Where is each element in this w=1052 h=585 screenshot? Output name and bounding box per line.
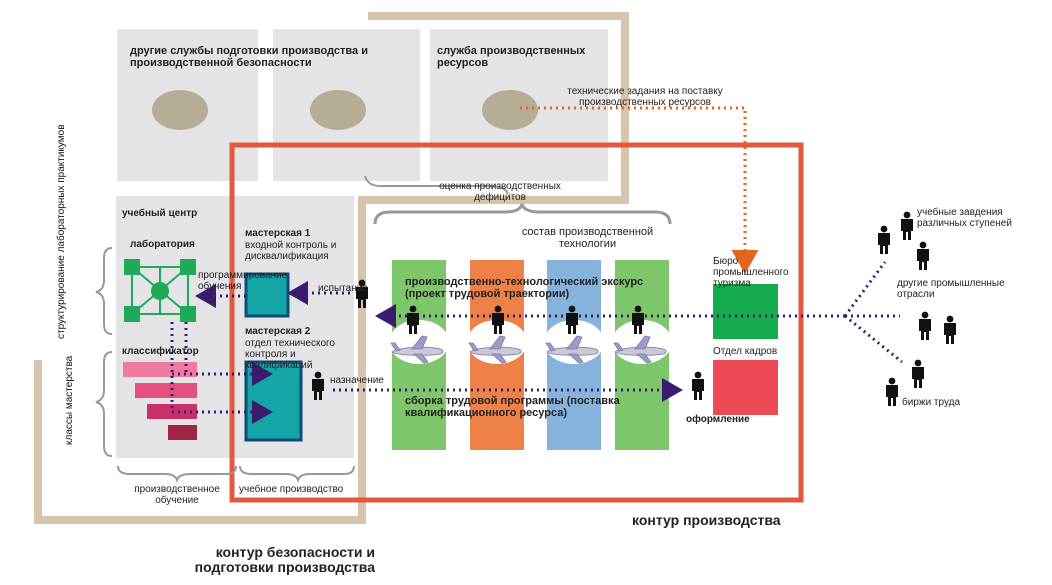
other-services-label: другие службы подготовки производства и …	[130, 45, 368, 69]
person-icon	[312, 371, 324, 400]
person-icon	[912, 359, 924, 388]
programming-label: программирование обучения	[198, 270, 288, 292]
classes-label: классы мастерства	[64, 355, 75, 445]
classifier-label: классификатор	[122, 346, 199, 357]
edu-production-label: учебное производство	[239, 484, 344, 495]
security-contour-label: контур безопасности и подготовки произво…	[194, 544, 375, 575]
brace-bottom-2	[239, 465, 355, 484]
schools-label: учебные завдения различных ступеней	[917, 207, 1012, 229]
registration-label: оформление	[686, 414, 750, 425]
assignment-label: назначение	[330, 375, 384, 386]
prod-training-label: производственное обучение	[134, 484, 220, 506]
person-icon	[878, 225, 890, 254]
industries-label: другие промышленные отрасли	[897, 278, 1005, 300]
bureau-label: Бюро промышленного туризма	[713, 256, 789, 289]
tech-tasks-line	[520, 106, 759, 274]
workshop-2-desc: отдел технического контроля и квалификац…	[245, 338, 335, 371]
brace-left-bottom	[95, 351, 113, 457]
production-contour-line	[229, 142, 804, 503]
person-icon	[917, 241, 929, 270]
deficit-estimate-label: оценка производственных дефицитов	[439, 181, 561, 203]
person-icon	[919, 311, 931, 340]
person-icon	[944, 315, 956, 344]
brace-deficit	[364, 175, 509, 195]
security-contour-line	[34, 12, 629, 524]
program-assembly-label: сборка трудовой программы (поставка квал…	[405, 395, 620, 419]
structuring-label: структурирование лабораторных практикумо…	[56, 124, 67, 339]
testing-label: испытание	[318, 283, 368, 294]
classifier-bar-2	[135, 383, 197, 398]
laboratory-label: лаборатория	[130, 239, 195, 250]
workshop-1-title: мастерская 1	[245, 228, 311, 239]
tech-tasks-label: технические задания на поставку производ…	[567, 86, 723, 108]
workshop-2-box	[244, 360, 303, 442]
laboratory-network	[124, 259, 196, 322]
brace-tech	[373, 203, 672, 225]
exchanges-label: биржи труда	[902, 397, 961, 408]
excursion-label: производственно-технологический экскурс …	[405, 276, 644, 300]
classifier-bar-4	[168, 425, 197, 440]
bureau-box	[713, 284, 778, 339]
person-icon	[886, 377, 898, 406]
production-contour-label: контур производства	[632, 512, 781, 528]
tech-composition-label: состав производственной технологии	[521, 226, 654, 250]
person-icon	[692, 371, 704, 400]
oval-1	[152, 90, 208, 130]
brace-bottom-1	[117, 465, 237, 484]
oval-3	[482, 90, 538, 130]
hr-box	[713, 360, 778, 415]
resource-service-label: служба производственных ресурсов	[437, 45, 586, 69]
hr-label: Отдел кадров	[713, 346, 778, 357]
workshop-2-title: мастерская 2	[245, 326, 311, 337]
brace-left-top	[95, 247, 113, 335]
oval-2	[310, 90, 366, 130]
workshop-1-desc: входной контроль и дисквалификация	[245, 240, 337, 262]
person-icon	[901, 211, 913, 240]
training-center-title: учебный центр	[122, 208, 198, 219]
